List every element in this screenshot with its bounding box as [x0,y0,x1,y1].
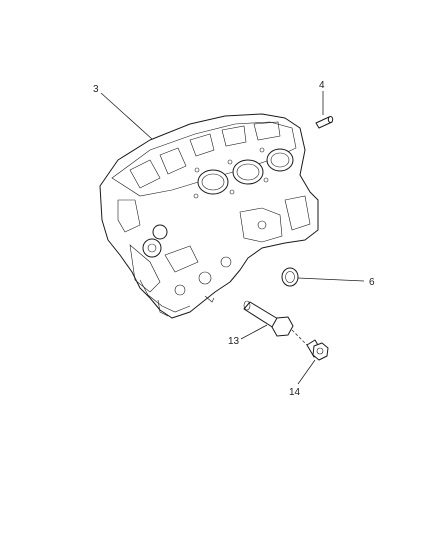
engine-block [99,113,319,319]
bolt [306,339,329,361]
plug [281,267,299,287]
callout-13: 13 [228,336,240,347]
bolt [243,300,294,337]
leader-line [297,277,365,282]
callout-4: 4 [319,80,325,91]
leader-line [100,92,153,140]
callout-14: 14 [289,387,301,398]
callout-3: 3 [93,84,99,95]
callout-6: 6 [369,277,375,288]
dowel-pin [315,116,334,129]
leader-line [297,359,316,385]
leader-line [240,324,268,340]
